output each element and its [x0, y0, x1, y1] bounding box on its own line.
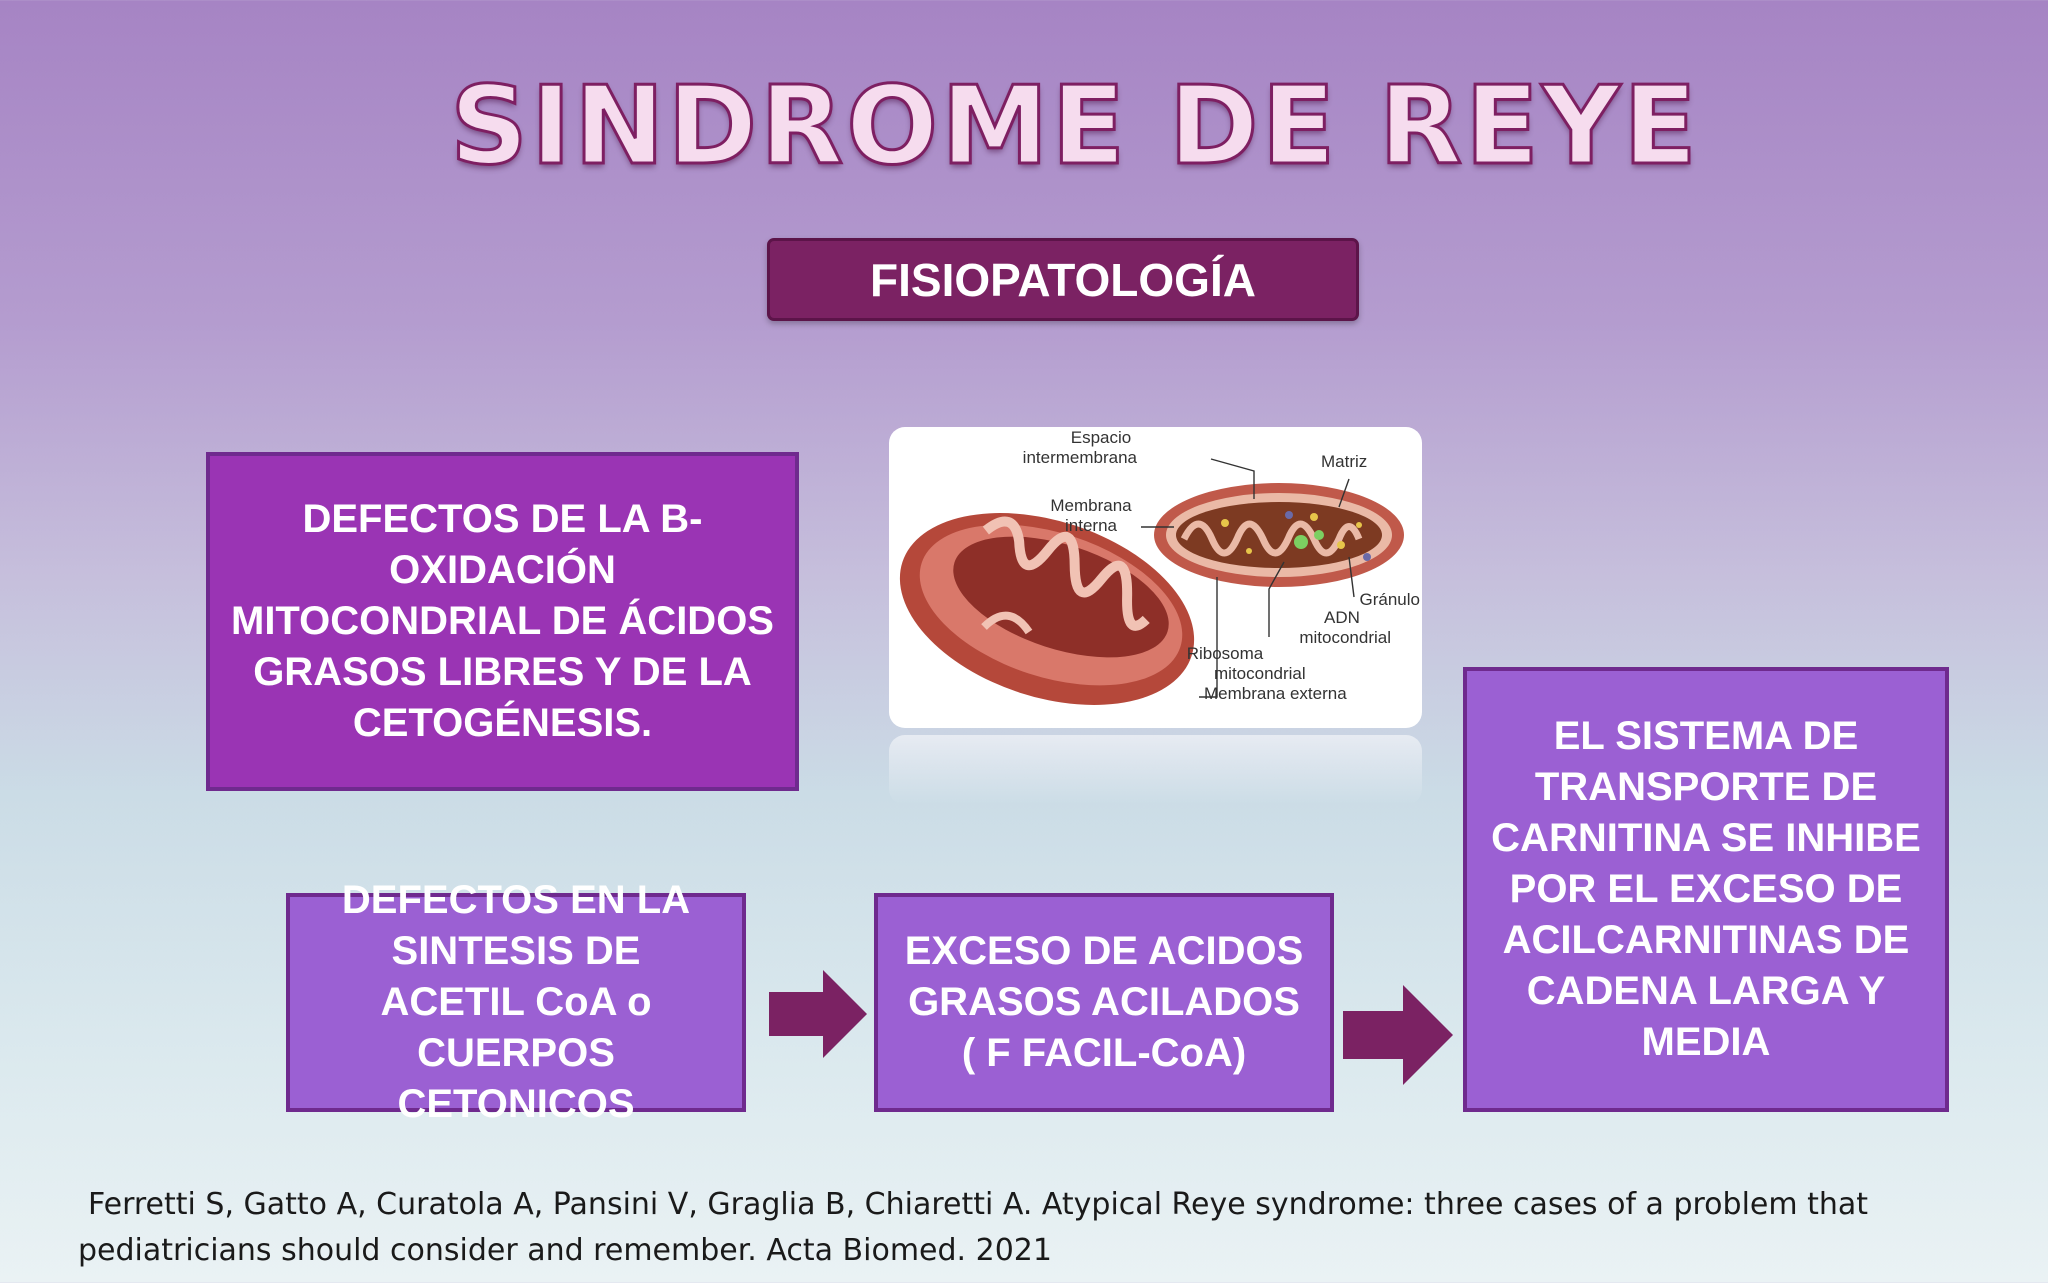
- mitochondrion-3d-icon: [899, 513, 1195, 705]
- label-intermembrana: intermembrana: [1023, 448, 1138, 467]
- arrow-right-icon: [1343, 985, 1453, 1085]
- label-matriz: Matriz: [1321, 452, 1367, 471]
- box-acetyl-coa-text: DEFECTOS EN LA SINTESIS DE ACETIL CoA o …: [341, 878, 691, 1126]
- citation-line-1: Ferretti S, Gatto A, Curatola A, Pansini…: [88, 1187, 1869, 1222]
- subtitle-text: FISIOPATOLOGÍA: [870, 253, 1256, 306]
- figure-reflection: [889, 735, 1422, 805]
- label-adn: ADN: [1324, 608, 1360, 627]
- label-membrana-externa: Membrana externa: [1204, 684, 1347, 703]
- label-granulo: Gránulo: [1360, 590, 1420, 609]
- box-carnitine-text: EL SISTEMA DE TRANSPORTE DE CARNITINA SE…: [1491, 714, 1921, 1064]
- arrow-right-icon: [769, 970, 867, 1058]
- label-membrana: Membrana: [1050, 496, 1132, 515]
- mitochondrion-section-icon: [1154, 483, 1404, 587]
- subtitle-badge: FISIOPATOLOGÍA: [767, 238, 1359, 321]
- box-acyl-fatty-acids: EXCESO DE ACIDOS GRASOS ACILADOS ( F FAC…: [874, 893, 1334, 1112]
- citation: Ferretti S, Gatto A, Curatola A, Pansini…: [78, 1182, 2028, 1274]
- label-ribosoma: Ribosoma: [1187, 644, 1264, 663]
- box-carnitine-transport: EL SISTEMA DE TRANSPORTE DE CARNITINA SE…: [1463, 667, 1949, 1112]
- label-espacio: Espacio: [1071, 428, 1131, 447]
- citation-line-2: pediatricians should consider and rememb…: [78, 1233, 1052, 1268]
- box-acyl-fatty-acids-text: EXCESO DE ACIDOS GRASOS ACILADOS ( F FAC…: [904, 929, 1304, 1075]
- slide-title: SINDROME DE REYE: [449, 63, 1700, 191]
- label-mitocondrial-rib: mitocondrial: [1214, 664, 1306, 683]
- box-acetyl-coa-defects: DEFECTOS EN LA SINTESIS DE ACETIL CoA o …: [286, 878, 746, 1126]
- box-beta-oxidation-defects: DEFECTOS DE LA B-OXIDACIÓN MITOCONDRIAL …: [206, 452, 799, 791]
- label-interna: interna: [1065, 516, 1118, 535]
- mitochondria-illustration: Espacio intermembrana Matriz Membrana in…: [889, 427, 1422, 728]
- label-mitocondrial-adn: mitocondrial: [1299, 628, 1391, 647]
- box-beta-oxidation-text: DEFECTOS DE LA B-OXIDACIÓN MITOCONDRIAL …: [231, 497, 774, 745]
